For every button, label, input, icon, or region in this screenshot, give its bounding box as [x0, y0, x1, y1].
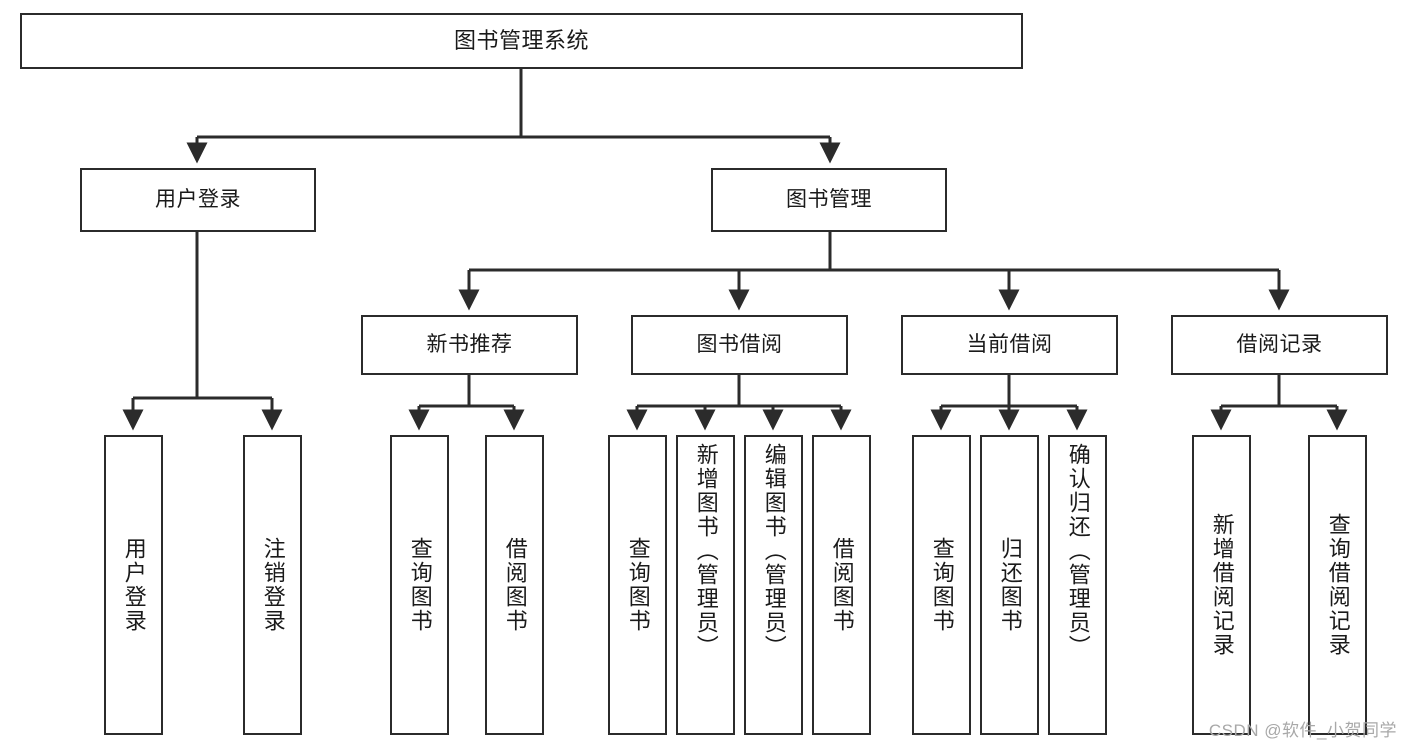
node-leaf-query-record-label: 查询借阅记录 [1325, 513, 1351, 657]
node-leaf-query-record[interactable]: 查询借阅记录 [1308, 435, 1367, 735]
node-leaf-user-logout-label: 注销登录 [260, 537, 286, 633]
node-leaf-query-book-2-label: 查询图书 [625, 537, 651, 633]
node-leaf-query-book-3[interactable]: 查询图书 [912, 435, 971, 735]
node-leaf-edit-book[interactable]: 编辑图书（管理员） [744, 435, 803, 735]
node-new-book-recommend-label: 新书推荐 [426, 332, 513, 356]
node-new-book-recommend[interactable]: 新书推荐 [361, 315, 578, 375]
node-user-login-label: 用户登录 [155, 187, 241, 211]
node-leaf-borrow-book-2[interactable]: 借阅图书 [812, 435, 871, 735]
node-leaf-add-record-label: 新增借阅记录 [1209, 513, 1235, 657]
node-leaf-add-book[interactable]: 新增图书（管理员） [676, 435, 735, 735]
node-book-manage[interactable]: 图书管理 [711, 168, 947, 232]
node-leaf-confirm-return[interactable]: 确认归还（管理员） [1048, 435, 1107, 735]
node-leaf-return-book-label: 归还图书 [997, 537, 1023, 633]
node-leaf-query-book-2[interactable]: 查询图书 [608, 435, 667, 735]
node-leaf-edit-book-label: 编辑图书（管理员） [761, 443, 787, 659]
node-book-manage-label: 图书管理 [786, 187, 872, 211]
node-leaf-borrow-book-1-label: 借阅图书 [502, 537, 528, 633]
node-leaf-query-book-1-label: 查询图书 [407, 537, 433, 633]
node-leaf-borrow-book-1[interactable]: 借阅图书 [485, 435, 544, 735]
csdn-watermark: CSDN @软件_小贺同学 [1208, 721, 1397, 740]
node-leaf-query-book-3-label: 查询图书 [929, 537, 955, 633]
node-borrow-record[interactable]: 借阅记录 [1171, 315, 1388, 375]
node-leaf-return-book[interactable]: 归还图书 [980, 435, 1039, 735]
node-leaf-add-book-label: 新增图书（管理员） [693, 443, 719, 659]
node-book-borrow[interactable]: 图书借阅 [631, 315, 848, 375]
node-leaf-borrow-book-2-label: 借阅图书 [829, 537, 855, 633]
node-leaf-add-record[interactable]: 新增借阅记录 [1192, 435, 1251, 735]
node-root[interactable]: 图书管理系统 [20, 13, 1023, 69]
node-root-label: 图书管理系统 [453, 28, 589, 54]
node-leaf-user-logout[interactable]: 注销登录 [243, 435, 302, 735]
node-borrow-record-label: 借阅记录 [1236, 332, 1323, 356]
node-user-login[interactable]: 用户登录 [80, 168, 316, 232]
node-book-borrow-label: 图书借阅 [696, 332, 783, 356]
node-leaf-user-login-label: 用户登录 [121, 537, 147, 633]
node-current-borrow-label: 当前借阅 [966, 332, 1053, 356]
node-current-borrow[interactable]: 当前借阅 [901, 315, 1118, 375]
node-leaf-user-login[interactable]: 用户登录 [104, 435, 163, 735]
node-leaf-query-book-1[interactable]: 查询图书 [390, 435, 449, 735]
node-leaf-confirm-return-label: 确认归还（管理员） [1065, 443, 1091, 659]
